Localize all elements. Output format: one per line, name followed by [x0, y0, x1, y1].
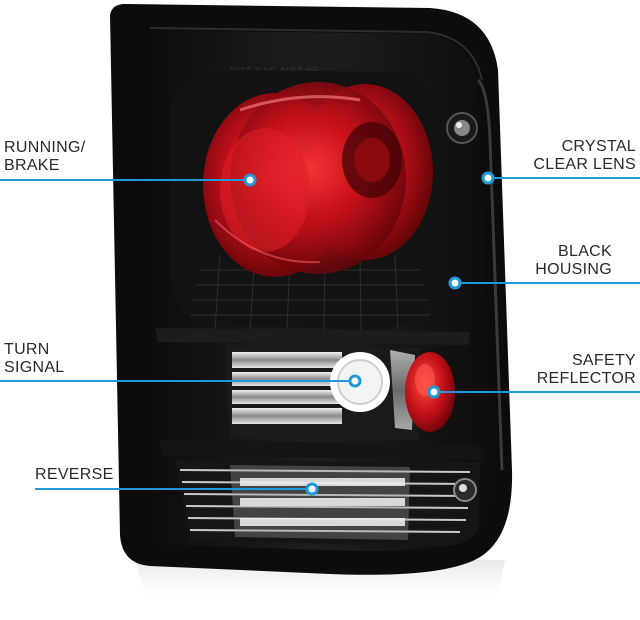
label-running-brake-line1: RUNNING/	[4, 139, 86, 156]
callout-safety-reflector	[427, 385, 640, 399]
reverse-lens	[175, 460, 480, 547]
label-safety-reflector: SAFETY REFLECTOR	[537, 352, 636, 388]
lower-band	[160, 440, 482, 460]
label-safety-reflector-line1: SAFETY	[571, 352, 636, 369]
label-black-housing: BLACK HOUSING	[535, 243, 612, 279]
label-running-brake: RUNNING/ BRAKE	[4, 139, 86, 175]
turn-signal-lens	[225, 345, 420, 440]
divider-band	[155, 328, 470, 345]
callout-black-housing	[448, 276, 640, 290]
housing-rim-highlight	[149, 27, 483, 81]
label-black-housing-line2: HOUSING	[535, 261, 612, 278]
top-side-marker	[446, 112, 478, 144]
running-brake-lens	[203, 82, 433, 277]
housing-gloss	[476, 78, 504, 471]
callout-running-brake	[0, 173, 257, 187]
housing-texture	[190, 254, 430, 331]
callout-crystal-clear-lens	[481, 171, 640, 185]
label-turn-signal: TURN SIGNAL	[4, 341, 65, 377]
callout-reverse	[35, 482, 319, 496]
callout-turn-signal	[0, 374, 362, 388]
label-black-housing-line1: BLACK	[558, 243, 612, 260]
label-reverse-line1: REVERSE	[35, 466, 114, 483]
label-crystal-clear-lens-line1: CRYSTAL	[561, 138, 636, 155]
label-safety-reflector-line2: REFLECTOR	[536, 370, 636, 387]
label-turn-signal-line1: TURN	[4, 341, 50, 358]
label-crystal-clear-lens: CRYSTAL CLEAR LENS	[533, 138, 636, 174]
label-crystal-clear-lens-line2: CLEAR LENS	[533, 156, 636, 173]
label-running-brake-line2: BRAKE	[4, 157, 60, 174]
label-turn-signal-line2: SIGNAL	[4, 359, 65, 376]
label-reverse: REVERSE	[35, 466, 114, 484]
